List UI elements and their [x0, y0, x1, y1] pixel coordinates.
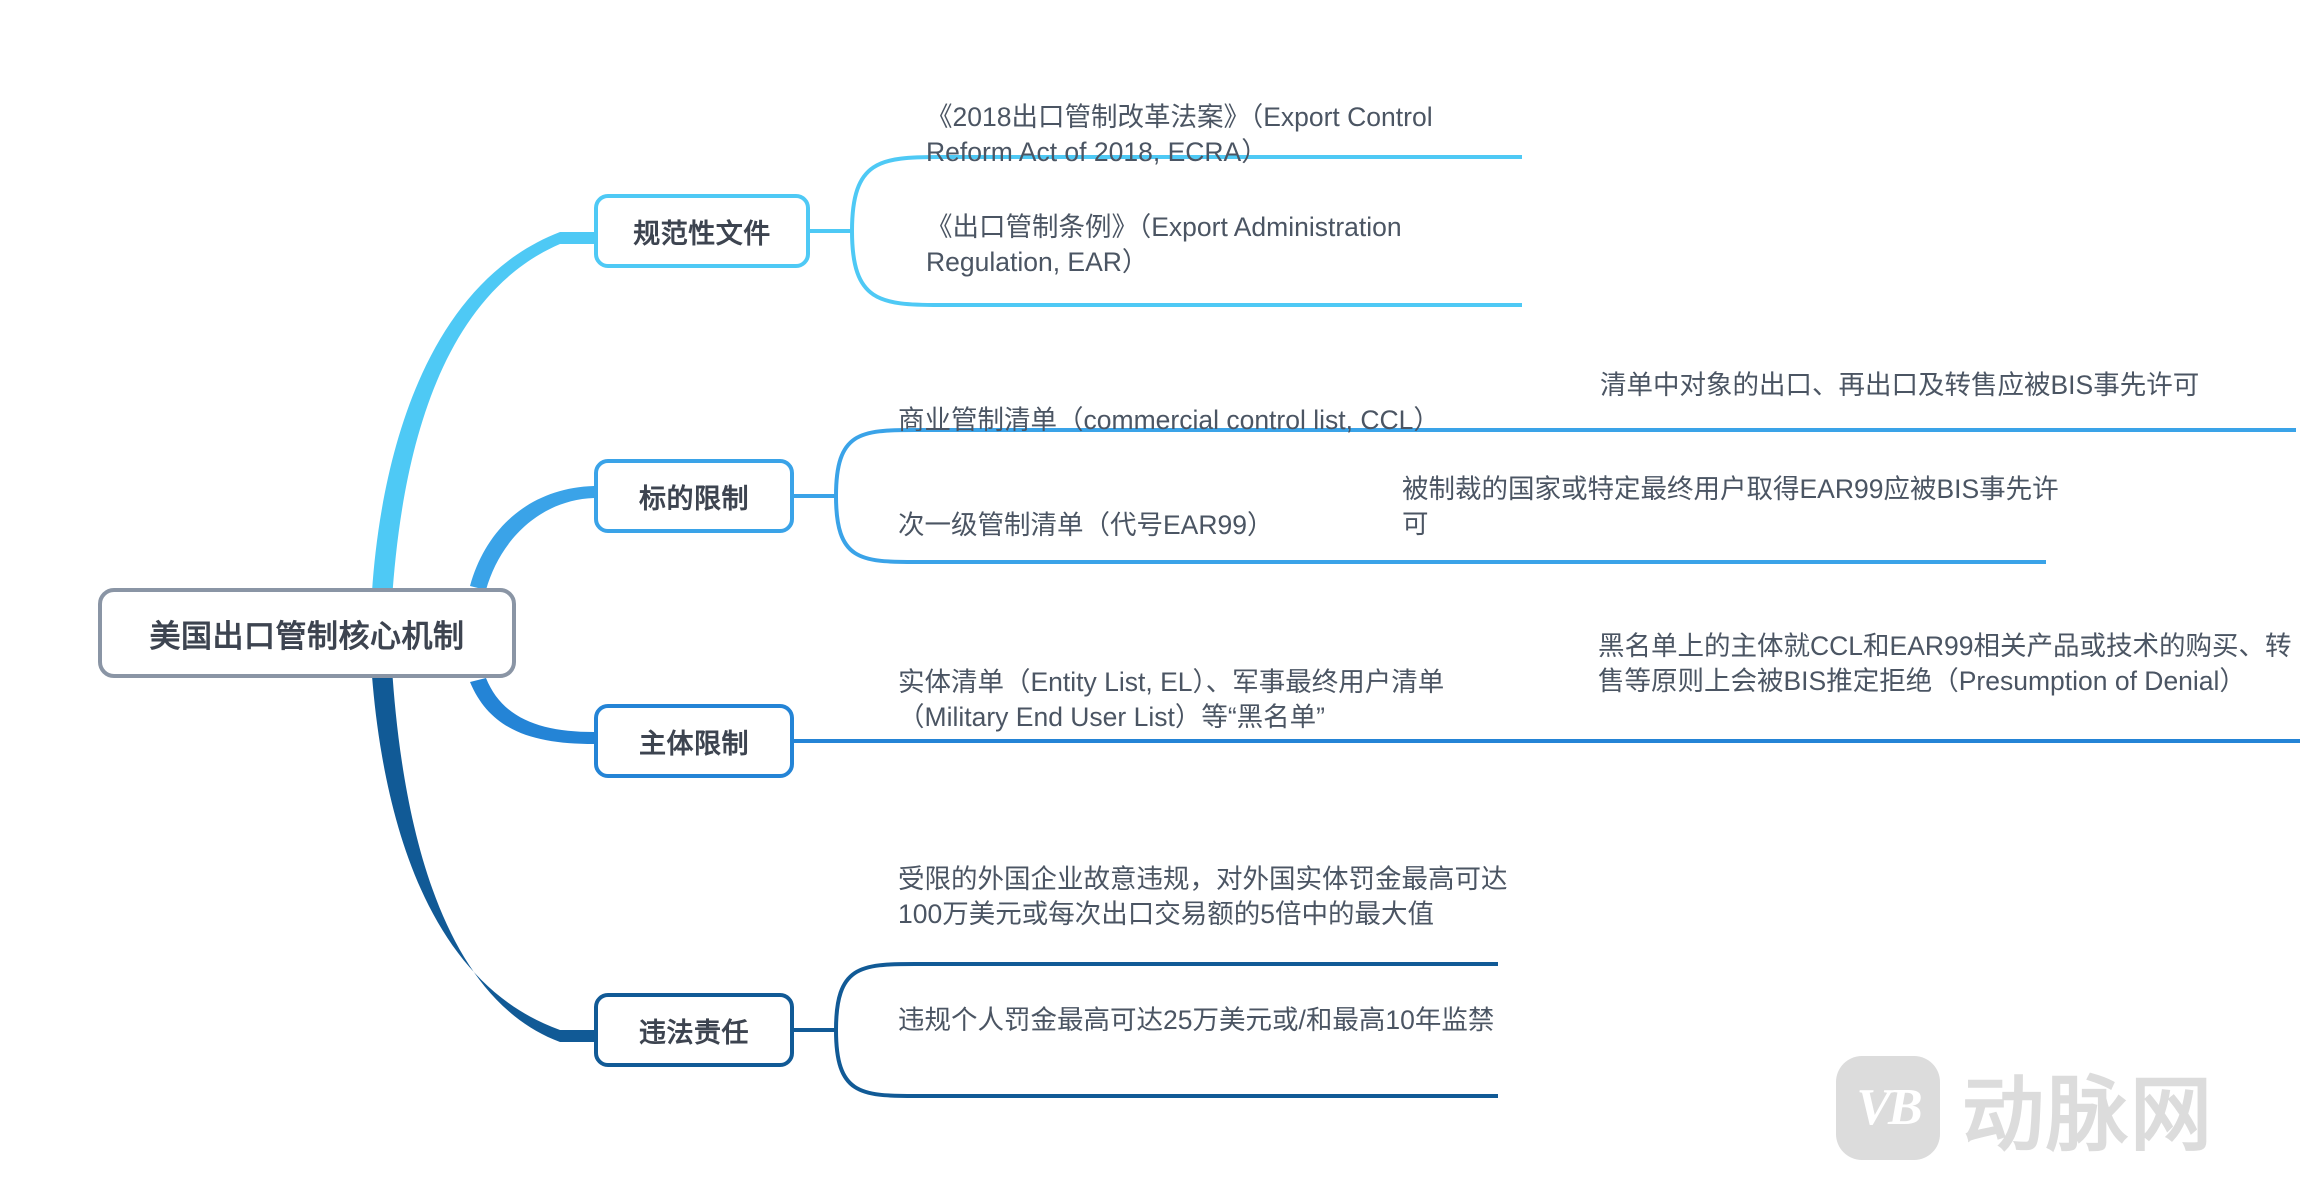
root-node[interactable]: 美国出口管制核心机制: [98, 588, 516, 678]
watermark-text: 动脉网: [1962, 1068, 2215, 1163]
branch-node-subject-matter-restrictions[interactable]: 标的限制: [594, 459, 794, 533]
leaf-text-ear99-detail[interactable]: 被制裁的国家或特定最终用户取得EAR99应被BIS事先许可: [1402, 474, 2059, 540]
root-node-label: 美国出口管制核心机制: [149, 618, 465, 654]
branch-node-label: 主体限制: [639, 728, 749, 759]
fork-b4-c1: [834, 962, 1498, 1031]
leaf-text-ccl-detail[interactable]: 清单中对象的出口、再出口及转售应被BIS事先许可: [1600, 370, 2200, 400]
leaf-text-blacklists-detail[interactable]: 黑名单上的主体就CCL和EAR99相关产品或技术的购买、转售等原则上会被BIS推…: [1598, 631, 2292, 697]
link-root-to-b2: [470, 486, 594, 590]
watermark-logo-icon: VB: [1836, 1055, 1940, 1160]
leaf-text-entity-penalty[interactable]: 受限的外国企业故意违规，对外国实体罚金最高可达100万美元或每次出口交易额的5倍…: [898, 864, 1508, 930]
link-root-to-b1: [372, 232, 594, 600]
fork-b2-c1: [834, 428, 1540, 497]
link-root-to-b3: [470, 678, 594, 744]
fork-b1-c1: [850, 155, 1522, 232]
fork-b2-c2: [834, 495, 1540, 564]
leaf-text-ccl[interactable]: 商业管制清单（commercial control list, CCL）: [898, 405, 1440, 435]
leaf-text-ear99[interactable]: 次一级管制清单（代号EAR99）: [898, 510, 1274, 540]
branch-node-label: 违法责任: [639, 1017, 749, 1048]
branch-node-label: 标的限制: [639, 483, 749, 514]
branch-node-entity-restrictions[interactable]: 主体限制: [594, 704, 794, 778]
leaf-text-ear[interactable]: 《出口管制条例》（Export Administration Regulatio…: [926, 212, 1402, 278]
leaf-text-individual-penalty[interactable]: 违规个人罚金最高可达25万美元或/和最高10年监禁: [898, 1005, 1495, 1035]
watermark: VB 动脉网: [1836, 1048, 2214, 1167]
link-root-to-b4: [372, 668, 594, 1042]
branch-node-regulatory-documents[interactable]: 规范性文件: [594, 194, 810, 268]
leaf-text-blacklists[interactable]: 实体清单（Entity List, EL）、军事最终用户清单（Military …: [898, 667, 1445, 733]
branch-node-label: 规范性文件: [633, 218, 771, 249]
branch-node-legal-liability[interactable]: 违法责任: [594, 993, 794, 1067]
fork-b1-c2: [850, 230, 1522, 307]
fork-b4-c2: [834, 1029, 1498, 1098]
leaf-text-ecra[interactable]: 《2018出口管制改革法案》（Export Control Reform Act…: [926, 102, 1433, 168]
